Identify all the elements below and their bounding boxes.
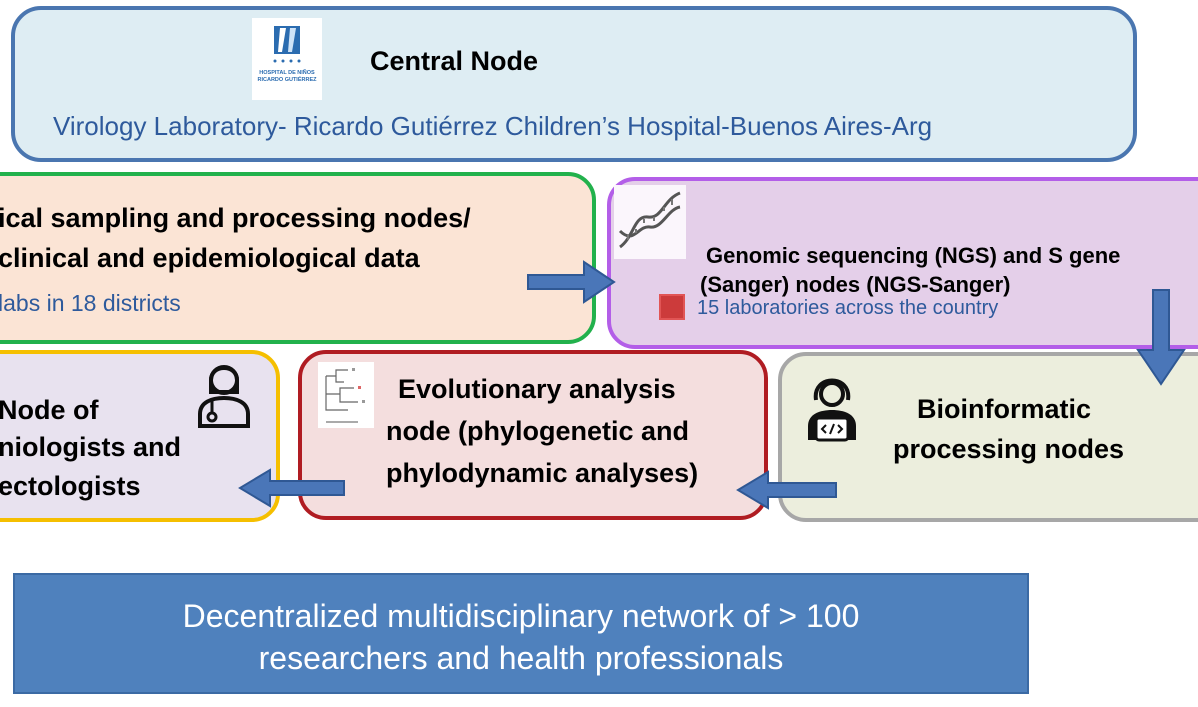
down-arrow-icon (1134, 288, 1188, 388)
network-banner (13, 573, 1029, 694)
clinicians-node-box (0, 350, 280, 522)
sampling-node-title-line2: clinical and epidemiological data (0, 243, 420, 273)
network-banner-line2: researchers and health professionals (258, 640, 784, 676)
svg-text:HOSPITAL DE NIÑOS: HOSPITAL DE NIÑOS (259, 69, 315, 76)
red-square-marker-icon (659, 294, 685, 320)
programmer-icon (802, 368, 862, 442)
evolutionary-node-title-line3: phylodynamic analyses) (386, 458, 699, 488)
sampling-node-title-line1: ical sampling and processing nodes/ (0, 203, 471, 233)
central-node-box (11, 6, 1137, 162)
clinicians-node-title-line3: ectologists (0, 471, 141, 501)
hospital-logo-icon: HOSPITAL DE NIÑOS RICARDO GUTIÉRREZ (252, 18, 322, 100)
central-node-subtitle: Virology Laboratory- Ricardo Gutiérrez C… (53, 111, 933, 141)
left-arrow-icon (236, 468, 346, 508)
bioinformatic-node-title-line2: processing nodes (893, 434, 1125, 464)
clinicians-node-title-line2: niologists and (0, 432, 182, 462)
clinicians-node-title-line1: Node of (0, 395, 99, 425)
doctor-icon (192, 358, 256, 428)
genomic-node-box (607, 177, 1198, 349)
genomic-node-title-line1: Genomic sequencing (NGS) and S gene (706, 243, 1121, 268)
sampling-node-box (0, 172, 596, 344)
phylogenetic-tree-icon (318, 362, 374, 428)
evolutionary-node-box (298, 350, 768, 520)
genomic-node-detail: 15 laboratories across the country (697, 297, 999, 319)
sampling-node-detail: labs in 18 districts (0, 290, 181, 316)
evolutionary-node-title-line1: Evolutionary analysis (398, 374, 676, 404)
dna-icon (614, 185, 686, 259)
evolutionary-node-title-line2: node (phylogenetic and (386, 416, 690, 446)
central-node-title: Central Node (370, 46, 539, 76)
left-arrow-icon (734, 470, 838, 510)
bioinformatic-node-title-line1: Bioinformatic (917, 394, 1092, 424)
right-arrow-icon (526, 258, 618, 306)
genomic-node-title-line2: (Sanger) nodes (NGS-Sanger) (700, 272, 1011, 297)
svg-text:RICARDO GUTIÉRREZ: RICARDO GUTIÉRREZ (258, 75, 318, 83)
network-banner-line1: Decentralized multidisciplinary network … (182, 598, 860, 634)
